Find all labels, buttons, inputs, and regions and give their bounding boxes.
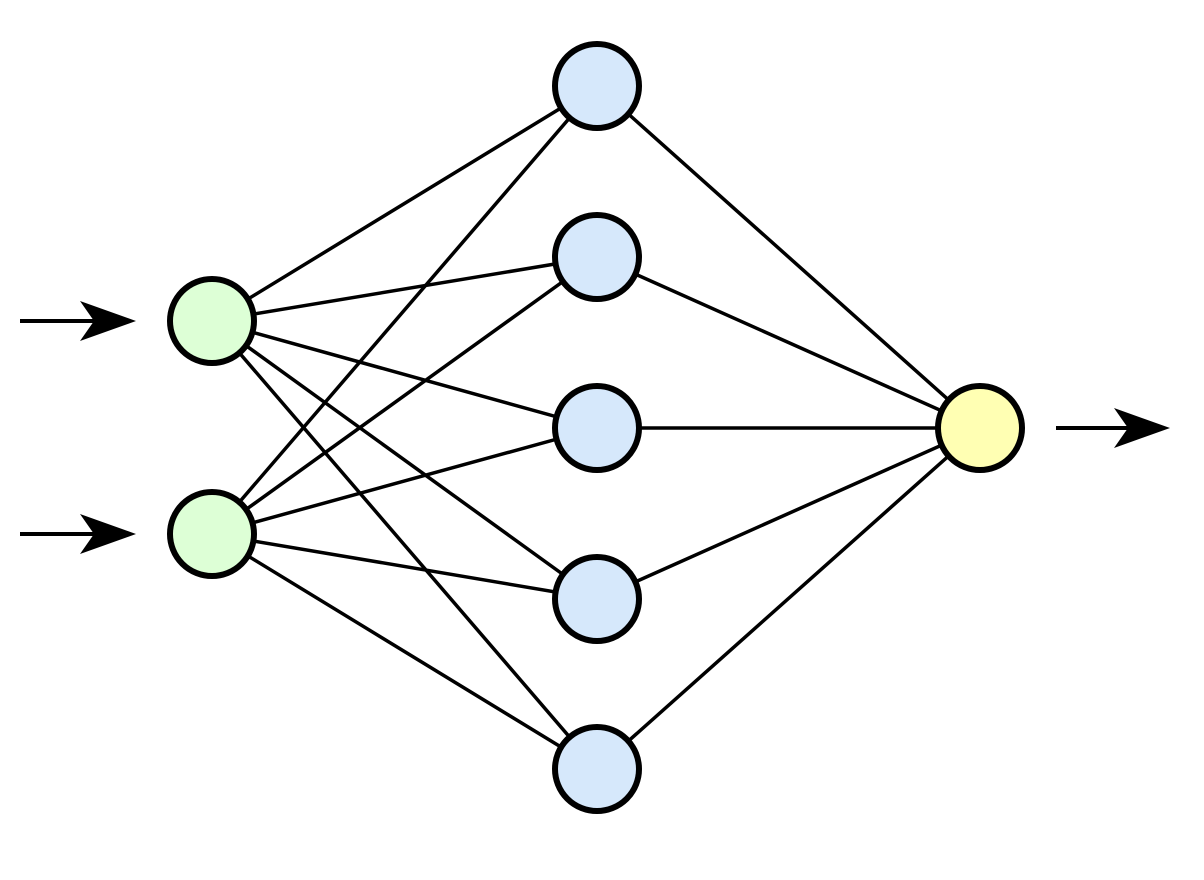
- edge-input-1-to-hidden-3: [210, 319, 599, 430]
- edge-hidden-4-to-output-1: [595, 426, 982, 601]
- edge-hidden-5-to-output-1: [595, 426, 982, 771]
- edge-input-2-to-hidden-5: [210, 532, 599, 771]
- input-arrow-2: [20, 514, 136, 554]
- edge-input-2-to-hidden-1: [210, 84, 599, 536]
- hidden-node-5: [552, 724, 642, 814]
- edge-input-2-to-hidden-2: [210, 255, 599, 536]
- connections-layer: [210, 84, 982, 771]
- edge-input-1-to-hidden-4: [210, 319, 599, 601]
- edge-input-2-to-hidden-4: [210, 532, 599, 601]
- nodes-layer: [167, 41, 1025, 814]
- input-node-2: [167, 489, 257, 579]
- input-arrow-1: [20, 301, 136, 341]
- output-arrow: [1056, 408, 1170, 448]
- arrows-layer: [20, 301, 1170, 554]
- input-arrow-2-head: [80, 514, 136, 554]
- edge-input-2-to-hidden-3: [210, 426, 599, 536]
- hidden-node-3: [552, 383, 642, 473]
- edge-input-1-to-hidden-5: [210, 319, 599, 771]
- edge-input-1-to-hidden-2: [210, 255, 599, 323]
- input-node-1: [167, 276, 257, 366]
- hidden-node-1: [552, 41, 642, 131]
- output-node-1: [935, 383, 1025, 473]
- hidden-node-4: [552, 554, 642, 644]
- edge-hidden-1-to-output-1: [595, 84, 982, 430]
- edge-input-1-to-hidden-1: [210, 84, 599, 323]
- input-arrow-1-head: [80, 301, 136, 341]
- hidden-node-2: [552, 212, 642, 302]
- edge-hidden-2-to-output-1: [595, 255, 982, 430]
- output-arrow-head: [1114, 408, 1170, 448]
